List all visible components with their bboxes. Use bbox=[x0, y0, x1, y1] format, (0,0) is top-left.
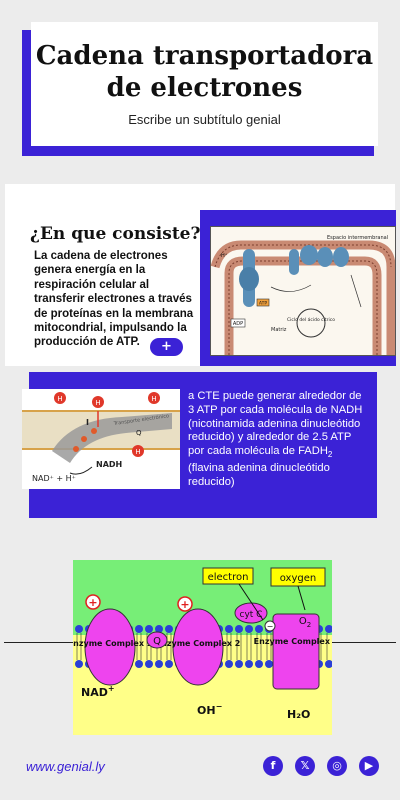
footer-link[interactable]: www.genial.ly bbox=[26, 759, 105, 774]
transport-diagram-svg: H H H H Transporte electrónico I Q NADH … bbox=[22, 389, 180, 489]
o2-label: O2 bbox=[299, 616, 311, 629]
nad-label: NAD⁺ + H⁺ bbox=[32, 474, 76, 483]
adp-label: ADP bbox=[233, 321, 243, 327]
proton-plus-2: + bbox=[180, 598, 189, 611]
complex-1-label: Enzyme Complex 1 bbox=[73, 639, 153, 648]
mitochondria-membrane-diagram: Ciclo del ácido cítrico Espacio intermem… bbox=[210, 226, 396, 356]
membrane-diagram-svg: Ciclo del ácido cítrico Espacio intermem… bbox=[210, 227, 396, 355]
atp-yield-text-b: (flavina adenina dinucleótido reducido) bbox=[188, 462, 330, 489]
atp-yield-text-a: a CTE puede generar alrededor de 3 ATP p… bbox=[188, 390, 363, 458]
proton-plus-1: + bbox=[88, 596, 97, 609]
enzyme-diagram-svg: Enzyme Complex 1 Enzyme Complex 2 Enzyme… bbox=[68, 560, 338, 735]
proton-h-3: H bbox=[151, 395, 156, 403]
proton-label: H⁺ bbox=[221, 253, 228, 259]
instagram-icon[interactable]: ◎ bbox=[327, 756, 347, 776]
nadh-label: NADH bbox=[96, 460, 122, 469]
q-label: Q bbox=[136, 429, 142, 437]
atp-label: ATP bbox=[259, 301, 267, 307]
ubiquinone-label: Q bbox=[153, 636, 161, 647]
enzyme-complex-1 bbox=[84, 608, 136, 686]
atp-yield-text: a CTE puede generar alrededor de 3 ATP p… bbox=[188, 390, 363, 490]
title-card bbox=[31, 22, 378, 146]
youtube-icon[interactable]: ▶ bbox=[359, 756, 379, 776]
proton-h-2: H bbox=[95, 399, 100, 407]
electron-label: electron bbox=[208, 572, 249, 583]
proton-h-4: H bbox=[135, 448, 140, 456]
facebook-icon[interactable]: f bbox=[263, 756, 283, 776]
proton-h-1: H bbox=[57, 395, 62, 403]
definition-text: La cadena de electrones genera energía e… bbox=[34, 250, 194, 349]
cytochrome-c-label: cyt C bbox=[240, 610, 263, 620]
complex-roman-label: I bbox=[86, 418, 89, 427]
complex-3-label: Enzyme Complex 3 bbox=[254, 637, 332, 646]
enzyme-complex-2 bbox=[172, 608, 224, 686]
enzyme-complex-3 bbox=[272, 613, 320, 690]
definition-heading: ¿En que consiste? bbox=[30, 224, 201, 244]
nad-plus-label: NAD+ bbox=[81, 684, 115, 699]
expand-button[interactable]: + bbox=[150, 338, 183, 356]
page-subtitle: Escribe un subtítulo genial bbox=[128, 112, 281, 127]
hydroxide-label: OH− bbox=[197, 702, 222, 717]
x-icon[interactable]: 𝕏 bbox=[295, 756, 315, 776]
krebs-label: Ciclo del ácido cítrico bbox=[287, 316, 335, 323]
atp-yield-fadh-subscript: 2 bbox=[327, 450, 333, 460]
electron-minus-label: − bbox=[267, 622, 274, 631]
intermembrane-label: Espacio intermembranal bbox=[327, 235, 388, 241]
water-label: H₂O bbox=[287, 708, 310, 721]
enzyme-complex-diagram: Enzyme Complex 1 Enzyme Complex 2 Enzyme… bbox=[68, 560, 338, 735]
matrix-label: Matriz bbox=[271, 327, 287, 333]
page-title: Cadena transportadora de electrones bbox=[35, 41, 374, 103]
oxygen-label: oxygen bbox=[280, 573, 316, 584]
complex-2-label: Enzyme Complex 2 bbox=[156, 639, 241, 648]
electron-transport-diagram: H H H H Transporte electrónico I Q NADH … bbox=[22, 389, 180, 489]
